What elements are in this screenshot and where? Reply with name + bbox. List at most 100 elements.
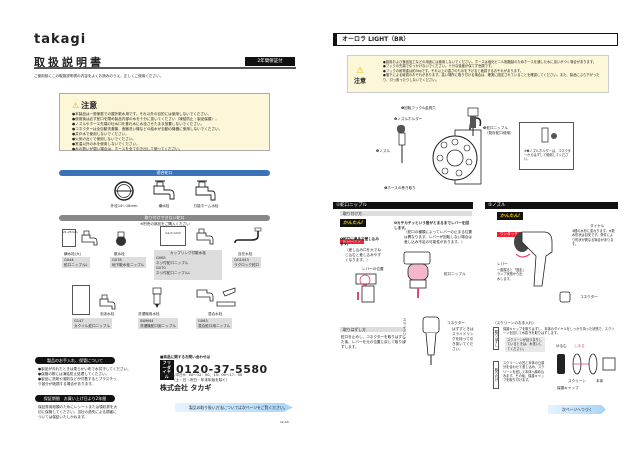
unusable-note: ※別売の部品をご購入ください <box>140 222 190 226</box>
caution-item: ●常温以外の水を使用しないでください。 <box>72 142 140 146</box>
faucet-label: 泡沫水栓 <box>100 312 115 316</box>
faucet-icon <box>195 180 216 201</box>
lever-label: レバーの位置 <box>362 267 384 271</box>
nozzle-illustration <box>514 231 553 287</box>
caution-item: ●落下による破損のおそれがあります。高い場所に取り付ける場合は、確実に固定されて… <box>383 73 600 82</box>
part-name: ネジ付蛇口ニップルL <box>156 271 191 275</box>
screen-care-heading: 〈スクリーンのお手入れ〉 <box>493 321 536 325</box>
step2-title: ❷カチカチッという音がとまるまでレバーを回します。 <box>394 221 469 230</box>
attach-side-label: 取り付け <box>493 361 499 389</box>
remove-side-label: 取りはずし <box>493 327 499 350</box>
faucet-label: 自在水栓 <box>238 252 253 256</box>
nozzle-icon <box>397 125 406 163</box>
screen-remove-text: 保護キャップを取りはずし、本体のダイヤルをしっかり持った状態で、スクリーンを回し… <box>503 327 615 336</box>
connector-note: はずすときはスライドリングを持って引き抜いてください。 <box>452 327 474 351</box>
nipple-attach-illustration <box>355 273 377 303</box>
screen-parts-diagram <box>557 353 616 375</box>
faucet-icon <box>153 180 175 200</box>
caution-item: ●使用後は必ず蛇口を閉め製品内部の水を十分に抜いてください（凍結防止・製品保護）… <box>72 117 219 121</box>
cap-label: 保護キャップ <box>557 386 579 390</box>
loosen-label: ゆるむ <box>556 344 567 348</box>
product-caution-box: ⚠注意 ●飲用および食品加工などの用途には使用しないでください。ホースは塩化ビニ… <box>347 55 609 93</box>
caution-item: ●飲用および食品加工などの用途には使用しないでください。ホースは塩化ビニル樹脂製… <box>383 60 597 64</box>
usable-faucet-label: 外径14〜18mm <box>110 204 138 208</box>
holder-note: ※❷ノズルホルダーは、コネクターからはずして使用してください。 <box>524 149 571 162</box>
faucet-nipple-icon <box>467 107 479 136</box>
faucet-label: 散水栓 <box>114 252 125 256</box>
care-item: ●保管の際には凍結防止処理してください。 <box>38 372 110 376</box>
caution-item: ●フックの先端で引っかけないでください。十分な強度が保てず危険です。 <box>383 64 495 69</box>
company-name: 株式会社 タカギ <box>160 384 212 392</box>
holder-note-box: ※❷ノズルホルダーは、コネクターからはずして使用してください。 <box>519 122 574 170</box>
usable-faucet-label: 横水栓 <box>158 204 170 208</box>
care-heading: 製品のお手入れ、保管について <box>35 357 115 364</box>
label-hose-outlet: ❹ホースの巻き取り <box>384 186 416 190</box>
step2-text: （蛇口の種類によってレバーの止まる位置は異なります。レバーが回転しない場合は差し… <box>404 230 472 244</box>
caution-item: ●ノズルやホース先端の吐水口を垂れ水に水没させたまま放置しないでください。 <box>72 122 205 126</box>
care-item: ●製品に洗剤や溶剤などが付着するとプラスチック部分が破損する場合があります。 <box>38 377 117 386</box>
usable-faucet-label: 万能ホーム水栓 <box>193 204 219 208</box>
label-faucet-nipple: ❺蛇口ニップル <box>483 126 508 130</box>
label-hook: ❶回転フック&金具穴 <box>401 106 436 110</box>
lever-turn-illustration <box>403 251 431 298</box>
easy-lock-badge: かんたん!蛇口ロック <box>340 219 367 246</box>
caution-box: ⚠注意 ●本製品は一般家庭での屋外散水用です。それ以外の目的には使用しないでくだ… <box>59 93 270 151</box>
warning-icon: ⚠ <box>72 101 80 110</box>
contact-heading: ■商品に関するお問い合わせは <box>160 355 211 359</box>
faucet-icon <box>234 227 262 244</box>
freedial-icon: フリーダイヤル <box>160 360 174 380</box>
continue-arrow: 次ページへつづく <box>548 405 606 414</box>
faucet-label: 混合水栓 <box>208 312 223 316</box>
caution-list: ●本製品は一般家庭での屋外散水用です。それ以外の目的には使用しないでください。 … <box>72 112 222 152</box>
caution-heading: ⚠注意 <box>72 101 98 110</box>
label-nozzle: ❸ノズル <box>376 149 391 153</box>
nipple-label: 蛇口ニップル <box>444 272 466 276</box>
screen-attach-text: スクリーンの凹と本体の凸部分を合わせて差し込み、スクリーンを回して本体へ締め込み… <box>503 361 545 383</box>
washer-faucet-icon <box>152 287 162 308</box>
warning-icon: ⚠ <box>355 66 365 76</box>
usable-faucets-heading: 適合蛇口 <box>59 170 270 176</box>
dial-text: 4種の水形に変わります。※散水形状は目安です。条件により形状が異なる場合がありま… <box>572 229 615 246</box>
product-caution-label: ⚠注意 <box>354 66 367 85</box>
remove-text: 蛇口を止めし、コネクターを取りはずした後、レバーを元の位置に戻して取りはずします… <box>341 335 406 349</box>
label-faucet-nipple-note: （既存蛇口使用） <box>485 131 514 135</box>
section-faucet-nipple-heading: ①蛇口ニップル <box>333 202 473 209</box>
connector-icon <box>541 127 557 143</box>
doc-code: 12-03 <box>280 420 289 424</box>
product-caution-list: ●飲用および食品加工などの用途には使用しないでください。ホースは塩化ビニル樹脂製… <box>383 60 605 82</box>
product-title: オーロラ LIGHT（BR） <box>333 33 618 46</box>
caution-item: ●水の勢いが弱い場合は、ホースを全て引き出して使ってください。 <box>72 147 183 151</box>
faucet-label: 洗濯機用水栓 <box>138 312 160 316</box>
remove-subheading: 取りはずし方 <box>340 327 406 332</box>
brand-logo: takagi <box>34 32 87 47</box>
nozzle-lever-label: レバー <box>497 262 508 266</box>
part-group: カップリング付散水栓 G065 ネジ付蛇口ニップル G070 ネジ付蛇口ニップル… <box>154 250 222 280</box>
intro-text: ご使用前にこの取扱説明書の内容をよくお読みのうえ、正しくご使用ください。 <box>34 74 164 78</box>
pipe-diameter-icon <box>114 181 134 201</box>
one-touch-badge: かんたん!ワンタッチ <box>497 212 524 239</box>
next-page-arrow: 製品の取り扱い方法については次ページをご覧ください。 <box>175 403 293 412</box>
slide-ring-label: スライドリング <box>403 318 407 344</box>
caution-item: ●火気の近くで使用しないでください。 <box>72 137 137 141</box>
part-no: G070 <box>156 266 166 270</box>
page-title: 取扱説明書 <box>34 56 104 69</box>
title-divider <box>34 67 296 69</box>
connector-label: コネクター <box>447 321 465 325</box>
nozzle-connector-icon <box>559 291 571 303</box>
unusable-faucets-heading: 取り付けできない蛇口 <box>59 215 270 221</box>
contact-hours: 受付時間/平日9：00〜12：00、13：00〜17：00 <box>160 373 243 377</box>
contact-hours-note: （土・日・祝日・年末年始を除く） <box>172 378 230 382</box>
warranty-text: 保証書用紙類のためにレシートまたは領収書を大切に保管してください。当社の過失によ… <box>38 405 118 419</box>
mixer-faucet-icon <box>196 287 236 307</box>
caution-item: ●本製品は一般家庭での屋外散水用です。それ以外の目的には使用しないでください。 <box>72 112 212 116</box>
warranty-heading: 保証期間 お買い上げ日より2年間 <box>35 395 115 402</box>
nozzle-connector-label: コネクター <box>580 295 598 299</box>
caution-item: ●コネクターは全自動洗濯機、食器洗い機などの給水が自動の機器に使用しないでくださ… <box>72 127 223 131</box>
